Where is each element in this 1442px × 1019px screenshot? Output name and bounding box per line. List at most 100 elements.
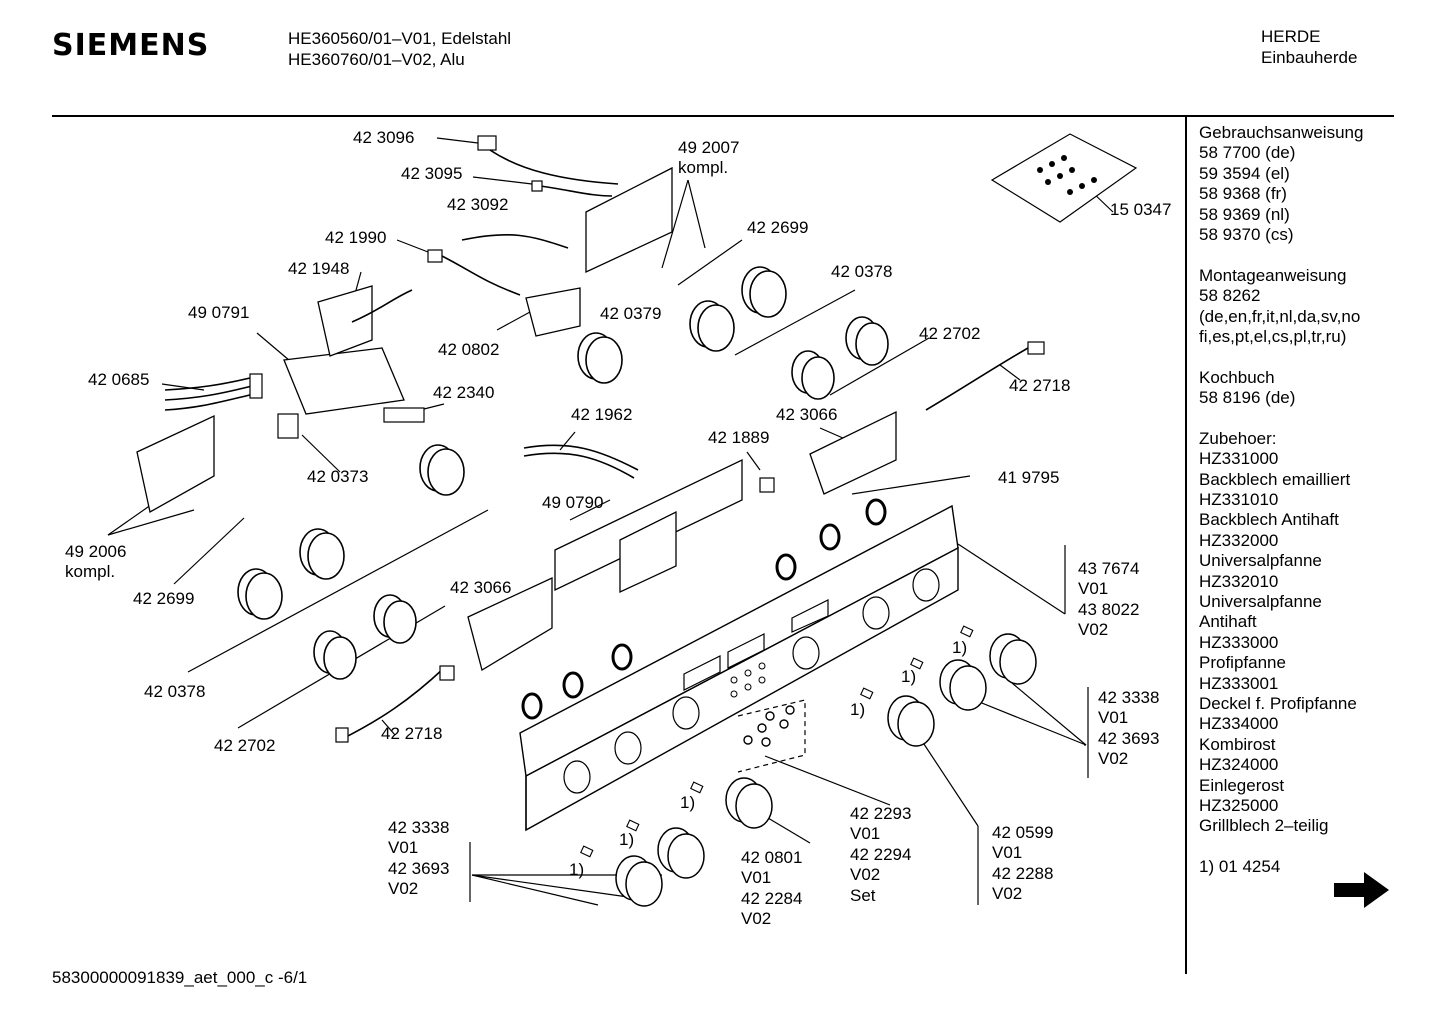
sidebar-line: Antihaft [1199, 612, 1257, 632]
part-label-line: 1) [619, 830, 635, 849]
part-label-line: 1) [901, 667, 917, 686]
sidebar-line: (de,en,fr,it,nl,da,sv,no [1199, 306, 1361, 326]
part-label-423066-top: 42 3066 [776, 405, 837, 425]
sidebar-line: Montageanweisung [1199, 265, 1347, 285]
footnote-marker: 1) [901, 667, 916, 687]
sidebar-line: fi,es,pt,el,cs,pl,tr,ru) [1199, 326, 1347, 346]
brand-logo: SIEMENS [52, 28, 210, 63]
part-label-line: V01 [992, 843, 1023, 863]
sidebar-line: HZ333000 [1199, 632, 1279, 652]
part-label-line: 42 0685 [88, 370, 150, 389]
part-label-line: 42 3095 [401, 164, 463, 183]
part-label-line: 1) [680, 793, 696, 812]
part-label-line: 42 3693 [1098, 728, 1160, 748]
part-label-line: V02 [1078, 620, 1109, 640]
part-label-line: 42 3092 [447, 195, 509, 214]
sidebar-gap [1199, 837, 1363, 857]
sidebar-line: HZ331000 [1199, 449, 1279, 469]
part-label-line: V01 [850, 824, 881, 844]
sidebar-line: 58 9370 (cs) [1199, 224, 1294, 244]
sidebar-divider [1185, 117, 1187, 974]
part-label-420378-top: 42 0378 [831, 262, 892, 282]
part-label-line: V02 [992, 884, 1023, 904]
sidebar-line: 58 8196 (de) [1199, 388, 1296, 408]
footnote-marker: 1) [850, 700, 865, 720]
part-label-line: 42 3096 [353, 128, 415, 147]
part-label-line: 1) [569, 860, 585, 879]
part-label-line: 42 2293 [850, 804, 912, 823]
exploded-diagram [107, 133, 1138, 907]
part-label-422702-top: 42 2702 [919, 324, 980, 344]
part-label-line: 42 0378 [831, 262, 893, 281]
part-label-line: 42 2699 [133, 589, 195, 608]
part-label-line: V02 [850, 865, 881, 885]
part-label-423096: 42 3096 [353, 128, 414, 148]
part-label-line: 42 3338 [1098, 688, 1160, 707]
part-label-line: 42 2284 [741, 888, 803, 908]
part-label-line: 49 0791 [188, 303, 250, 322]
footnote-marker: 1) [680, 793, 695, 813]
sidebar-line: HZ332000 [1199, 530, 1279, 550]
sidebar-line: HZ332010 [1199, 571, 1279, 591]
category-line-1: HERDE [1261, 27, 1321, 46]
sidebar-line: 58 9369 (nl) [1199, 204, 1290, 224]
sidebar-line: Grillblech 2–teilig [1199, 816, 1329, 836]
sidebar-line: Backblech emailliert [1199, 469, 1351, 489]
part-label-line: 42 0801 [741, 848, 803, 867]
part-label-line: 42 2718 [1009, 376, 1071, 395]
part-label-line: 42 2718 [381, 724, 443, 743]
sidebar-line: 58 9368 (fr) [1199, 184, 1287, 204]
part-label-422699-top: 42 2699 [747, 218, 808, 238]
part-label-420378-bottom: 42 0378 [144, 682, 205, 702]
sidebar-line: Kochbuch [1199, 367, 1275, 387]
footnote-marker: 1) [952, 638, 967, 658]
part-label-420685: 42 0685 [88, 370, 149, 390]
part-label-line: 42 3066 [776, 405, 838, 424]
part-label-423092: 42 3092 [447, 195, 508, 215]
part-label-490791: 49 0791 [188, 303, 249, 323]
part-label-422340: 42 2340 [433, 383, 494, 403]
part-label-line: 42 3338 [388, 818, 450, 837]
sidebar-line: Universalpfanne [1199, 551, 1322, 571]
part-label-422699-bottom: 42 2699 [133, 589, 194, 609]
part-label-422718-bottom: 42 2718 [381, 724, 442, 744]
part-label-line: 42 3066 [450, 578, 512, 597]
part-label-line: 42 0379 [600, 304, 662, 323]
sidebar-line: Einlegerost [1199, 775, 1285, 795]
part-label-421889: 42 1889 [708, 428, 769, 448]
part-label-line: V01 [1098, 708, 1129, 728]
part-label-420373: 42 0373 [307, 467, 368, 487]
part-label-line: 42 1962 [571, 405, 633, 424]
right-arrow-icon[interactable] [1334, 870, 1390, 910]
part-label-line: V01 [1078, 579, 1109, 599]
part-label-line: 42 3693 [388, 858, 450, 878]
part-label-line: 42 1990 [325, 228, 387, 247]
sidebar-line: Profipfanne [1199, 653, 1286, 673]
part-label-line: 15 0347 [1110, 200, 1172, 219]
sidebar-line: 58 8262 [1199, 286, 1261, 306]
part-label-line: V02 [741, 909, 772, 929]
part-label-line: 49 2006 [65, 542, 127, 561]
part-label-421948: 42 1948 [288, 259, 349, 279]
part-label-490790: 49 0790 [542, 493, 603, 513]
part-label-line: 43 7674 [1078, 559, 1140, 578]
sidebar-line: HZ334000 [1199, 714, 1279, 734]
sidebar-line: Backblech Antihaft [1199, 510, 1339, 530]
part-label-line: 42 2340 [433, 383, 495, 402]
part-label-line: 42 0802 [438, 340, 500, 359]
document-code: 58300000091839_aet_000_c -6/1 [52, 968, 308, 987]
sidebar-line: HZ333001 [1199, 673, 1279, 693]
part-label-423095: 42 3095 [401, 164, 462, 184]
footnote-marker: 1) [619, 830, 634, 850]
part-label-423066-bottom: 42 3066 [450, 578, 511, 598]
part-label-line: V02 [1098, 749, 1129, 769]
sidebar-line: Universalpfanne [1199, 591, 1322, 611]
part-label-line: 49 0790 [542, 493, 604, 512]
sidebar-gap [1199, 347, 1363, 367]
part-label-421962: 42 1962 [571, 405, 632, 425]
part-label-line: 42 0373 [307, 467, 369, 486]
